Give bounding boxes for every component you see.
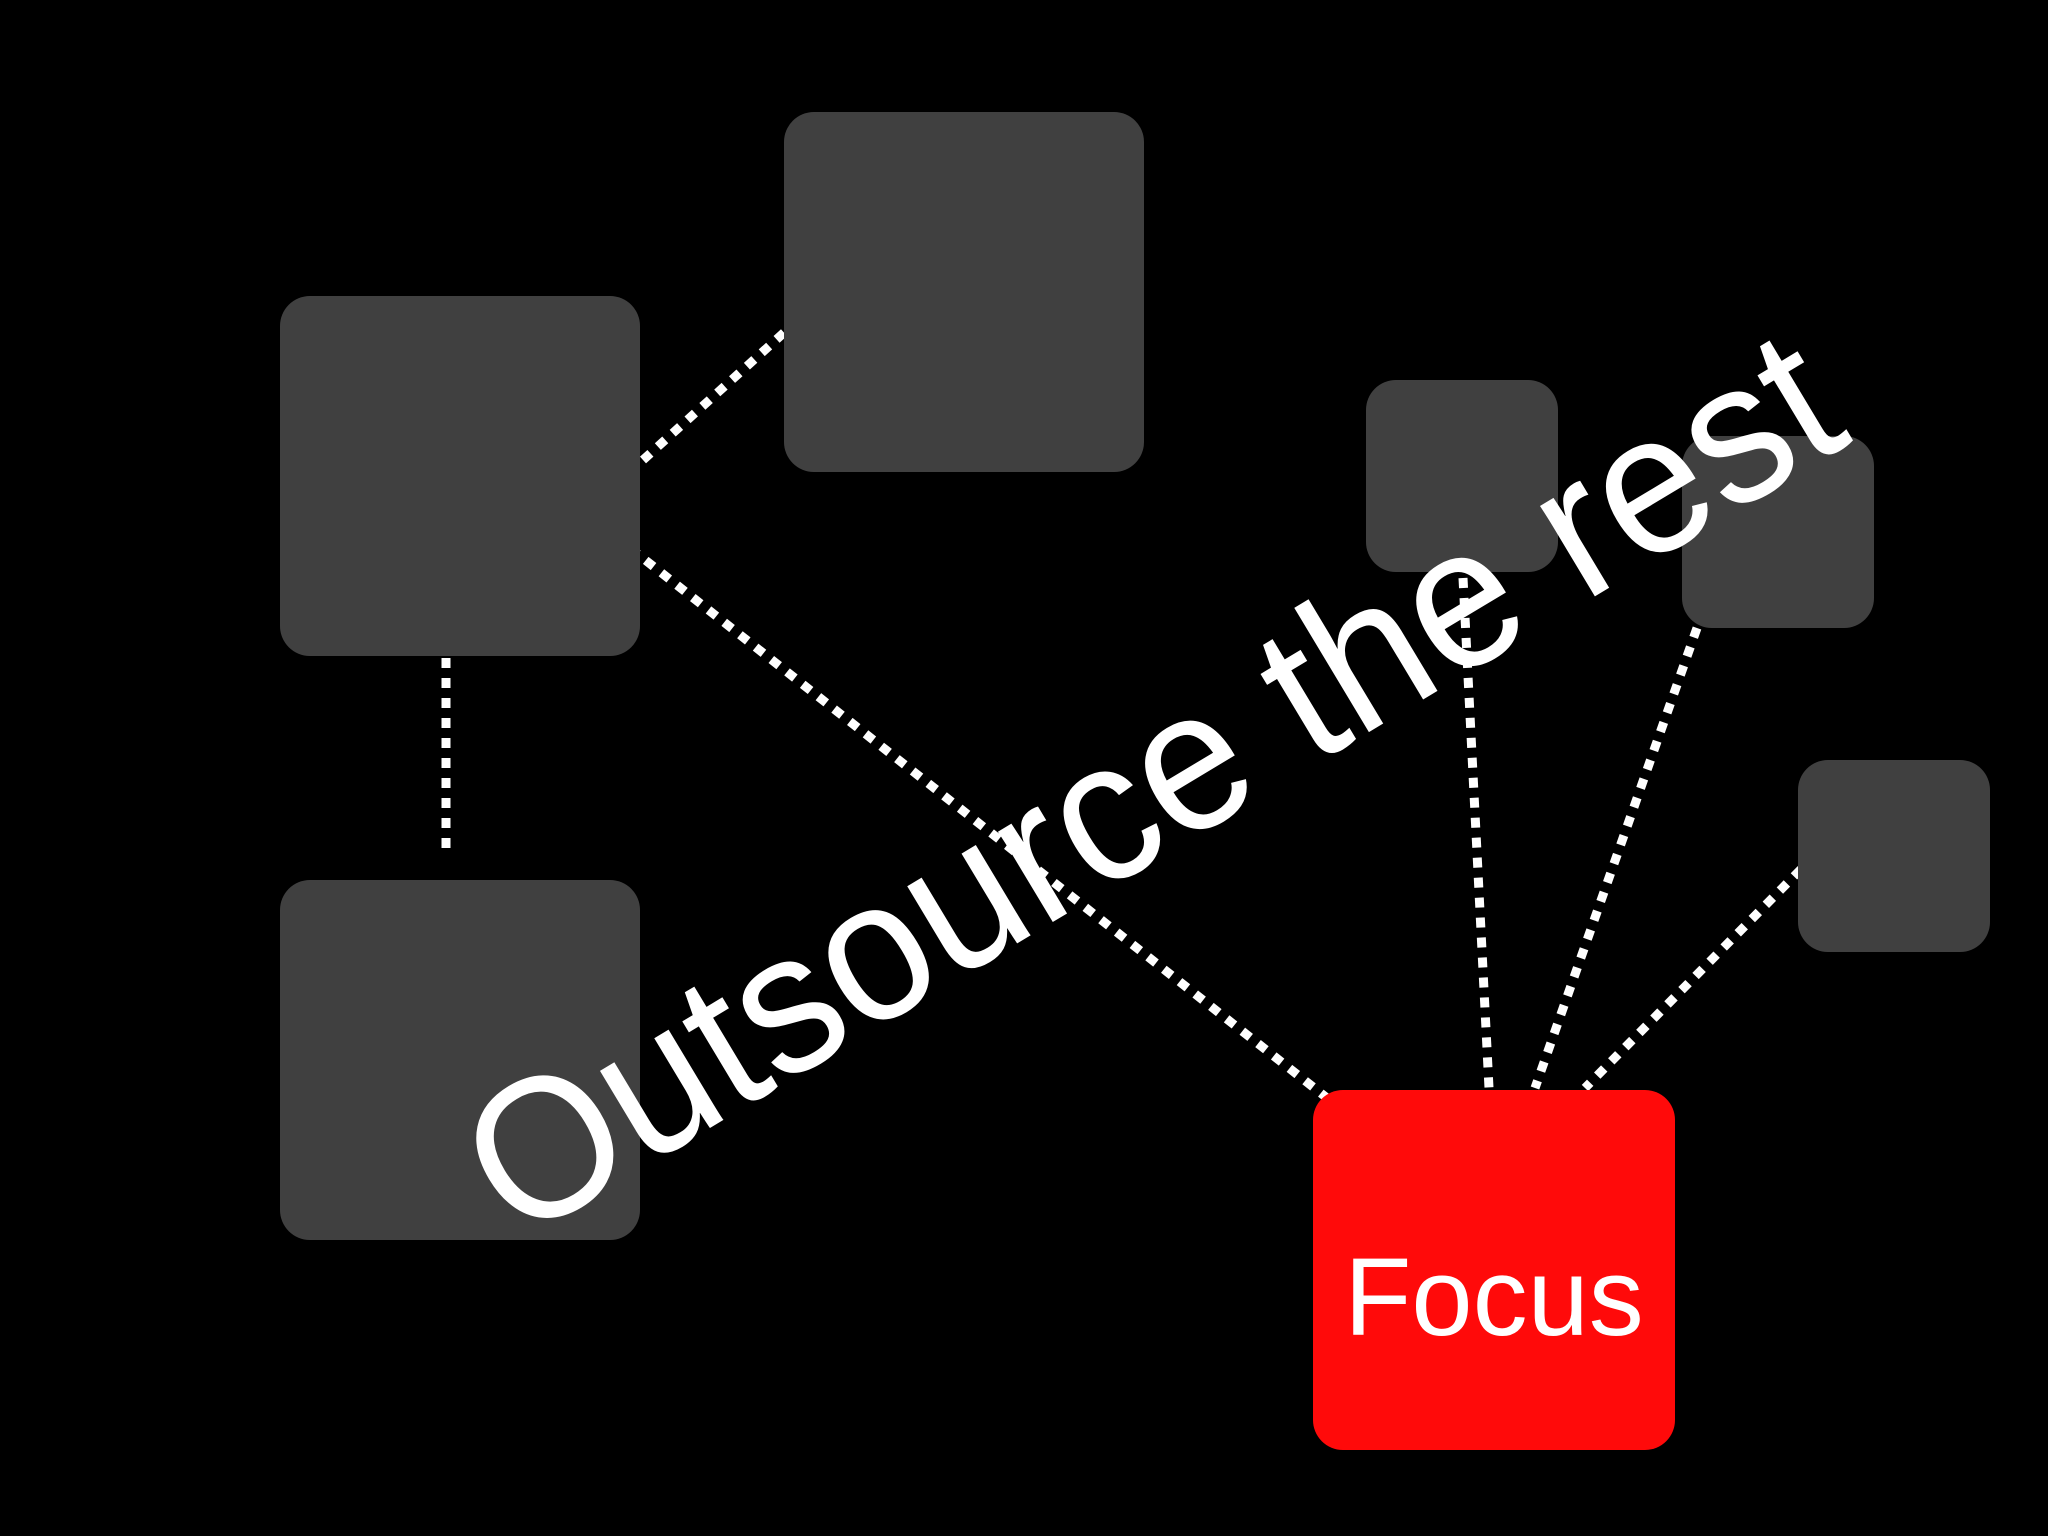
node-left-lower <box>280 880 640 1240</box>
nodes <box>280 112 1990 1240</box>
node-small-2 <box>1682 436 1874 628</box>
connector-left-to-focus <box>627 544 1330 1102</box>
focus-node: Focus <box>1313 1090 1675 1450</box>
connectors <box>441 316 1819 1102</box>
node-top-center <box>784 112 1144 472</box>
focus-label: Focus <box>1344 1236 1644 1359</box>
node-small-1 <box>1366 380 1558 572</box>
node-left-upper <box>280 296 640 656</box>
focus-box <box>1313 1090 1675 1450</box>
connector-small-2-to-focus <box>1530 626 1702 1090</box>
connector-small-3-to-focus <box>1581 851 1819 1092</box>
node-small-3 <box>1798 760 1990 952</box>
connector-left-to-top <box>639 316 802 464</box>
connector-small-1-to-focus <box>1458 577 1494 1089</box>
